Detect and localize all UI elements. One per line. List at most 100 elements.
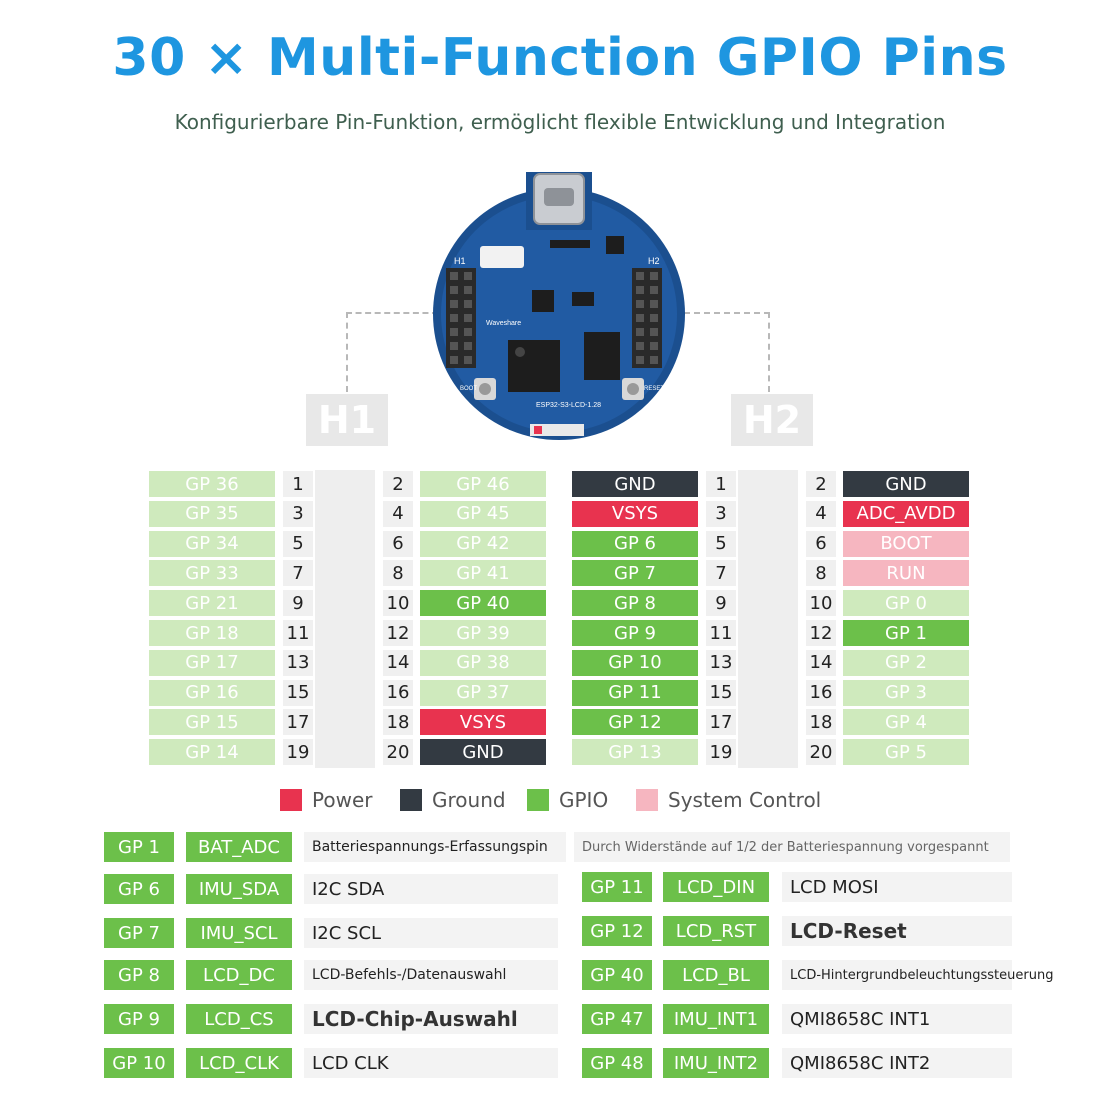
h2-pin-number-rn-2: 4 — [806, 500, 836, 527]
h2-pin-right-9: GP 4 — [843, 709, 969, 736]
h2-pin-number-ln-8: 15 — [706, 679, 736, 706]
h2-pin-number-ln-7: 13 — [706, 649, 736, 676]
h1-pin-number-rn-8: 16 — [383, 679, 413, 706]
legend-gpio: GPIO — [527, 788, 608, 812]
func-desc-imu-sda: I2C SDA — [304, 874, 558, 904]
h2-pin-number-ln-4: 7 — [706, 560, 736, 587]
h2-pin-right-4: RUN — [843, 560, 969, 587]
board-brand: Waveshare — [486, 320, 522, 327]
func-name-lcd-rst: LCD_RST — [663, 916, 769, 946]
h1-pin-number-rn-5: 10 — [383, 590, 413, 617]
h2-pin-left-9: GP 12 — [572, 709, 698, 736]
h2-pin-number-rn-4: 8 — [806, 560, 836, 587]
h2-pin-right-6: GP 1 — [843, 620, 969, 646]
h1-pin-left-5: GP 21 — [149, 590, 275, 617]
h1-pin-number-rn-3: 6 — [383, 530, 413, 557]
h2-pin-right-7: GP 2 — [843, 649, 969, 676]
func-note-bat-adc: Durch Widerstände auf 1/2 der Batteriesp… — [574, 832, 1010, 862]
func-pin-gp48: GP 48 — [582, 1048, 652, 1078]
h1-pin-right-6: GP 39 — [420, 620, 546, 646]
func-desc-lcd-clk: LCD CLK — [304, 1048, 558, 1078]
h1-label: H1 — [306, 394, 388, 446]
h1-pin-left-9: GP 15 — [149, 709, 275, 736]
h1-pin-right-5: GP 40 — [420, 590, 546, 617]
h2-pin-number-ln-1: 1 — [706, 471, 736, 497]
func-name-imu-scl: IMU_SCL — [186, 918, 292, 948]
h2-pin-left-4: GP 7 — [572, 560, 698, 587]
h1-pin-right-3: GP 42 — [420, 530, 546, 557]
func-pin-gp10: GP 10 — [104, 1048, 174, 1078]
h1-pin-right-10: GND — [420, 739, 546, 766]
h1-pin-number-ln-4: 7 — [283, 560, 313, 587]
h1-pin-number-rn-6: 12 — [383, 620, 413, 646]
h2-pin-left-2: VSYS — [572, 500, 698, 527]
h1-pin-number-rn-10: 20 — [383, 739, 413, 766]
func-pin-gp11: GP 11 — [582, 872, 652, 902]
h2-label: H2 — [731, 394, 813, 446]
legend-system-swatch — [636, 789, 658, 811]
h2-pin-number-rn-6: 12 — [806, 620, 836, 646]
h2-pin-number-rn-3: 6 — [806, 530, 836, 557]
board-model: ESP32-S3-LCD-1.28 — [536, 402, 601, 409]
func-name-lcd-dc: LCD_DC — [186, 960, 292, 990]
h2-pin-left-10: GP 13 — [572, 739, 698, 766]
func-desc-lcd-dc: LCD-Befehls-/Datenauswahl — [304, 960, 558, 990]
legend-gpio-swatch — [527, 789, 549, 811]
h1-pin-right-9: VSYS — [420, 709, 546, 736]
legend-ground-label: Ground — [432, 788, 506, 812]
h2-pin-number-rn-10: 20 — [806, 739, 836, 766]
h1-pin-left-6: GP 18 — [149, 620, 275, 646]
h2-pin-left-5: GP 8 — [572, 590, 698, 617]
h2-bracket — [684, 312, 770, 392]
board-reset-silk: RESET — [644, 386, 665, 392]
page-title: 30 × Multi-Function GPIO Pins — [112, 28, 1008, 88]
h2-pin-left-6: GP 9 — [572, 620, 698, 646]
esp32-board-image — [433, 172, 685, 440]
func-name-imu-sda: IMU_SDA — [186, 874, 292, 904]
page-subtitle: Konfigurierbare Pin-Funktion, ermöglicht… — [174, 110, 946, 134]
func-pin-gp8: GP 8 — [104, 960, 174, 990]
func-desc-imu-int1: QMI8658C INT1 — [782, 1004, 1012, 1034]
legend-power-label: Power — [312, 788, 373, 812]
h2-pin-right-10: GP 5 — [843, 739, 969, 766]
h1-pin-left-7: GP 17 — [149, 649, 275, 676]
h2-pin-number-rn-7: 14 — [806, 649, 836, 676]
h1-pin-left-1: GP 36 — [149, 471, 275, 497]
h2-pin-number-ln-6: 11 — [706, 620, 736, 646]
func-pin-gp6: GP 6 — [104, 874, 174, 904]
h2-pin-left-7: GP 10 — [572, 649, 698, 676]
h1-pin-left-8: GP 16 — [149, 679, 275, 706]
func-desc-lcd-rst: LCD-Reset — [782, 916, 1012, 946]
h1-pin-left-2: GP 35 — [149, 500, 275, 527]
func-pin-gp47: GP 47 — [582, 1004, 652, 1034]
h1-pin-number-rn-2: 4 — [383, 500, 413, 527]
h2-pin-right-5: GP 0 — [843, 590, 969, 617]
h1-connector-strip — [315, 470, 375, 768]
h1-pin-left-4: GP 33 — [149, 560, 275, 587]
func-name-lcd-bl: LCD_BL — [663, 960, 769, 990]
h2-pin-right-1: GND — [843, 471, 969, 497]
legend-ground: Ground — [400, 788, 506, 812]
func-pin-gp7: GP 7 — [104, 918, 174, 948]
h2-pin-number-ln-3: 5 — [706, 530, 736, 557]
h1-pin-number-ln-8: 15 — [283, 679, 313, 706]
h2-pin-left-8: GP 11 — [572, 679, 698, 706]
h2-pin-number-rn-9: 18 — [806, 709, 836, 736]
h2-pin-number-ln-10: 19 — [706, 739, 736, 766]
h1-pin-left-10: GP 14 — [149, 739, 275, 766]
func-pin-gp9: GP 9 — [104, 1004, 174, 1034]
h1-pin-right-8: GP 37 — [420, 679, 546, 706]
h2-pin-left-3: GP 6 — [572, 530, 698, 557]
h1-pin-number-ln-5: 9 — [283, 590, 313, 617]
h2-connector-strip — [738, 470, 798, 768]
h2-pin-number-rn-1: 2 — [806, 471, 836, 497]
h1-pin-right-4: GP 41 — [420, 560, 546, 587]
func-pin-gp40: GP 40 — [582, 960, 652, 990]
h2-pin-right-2: ADC_AVDD — [843, 500, 969, 527]
board-illustration: H1 H2 Waveshare BOOT RESET ESP32-S3-LCD-… — [430, 172, 688, 442]
func-pin-gp1: GP 1 — [104, 832, 174, 862]
h1-pin-number-ln-6: 11 — [283, 620, 313, 646]
h1-pin-number-ln-2: 3 — [283, 500, 313, 527]
h1-pin-number-ln-7: 13 — [283, 649, 313, 676]
func-desc-imu-int2: QMI8658C INT2 — [782, 1048, 1012, 1078]
